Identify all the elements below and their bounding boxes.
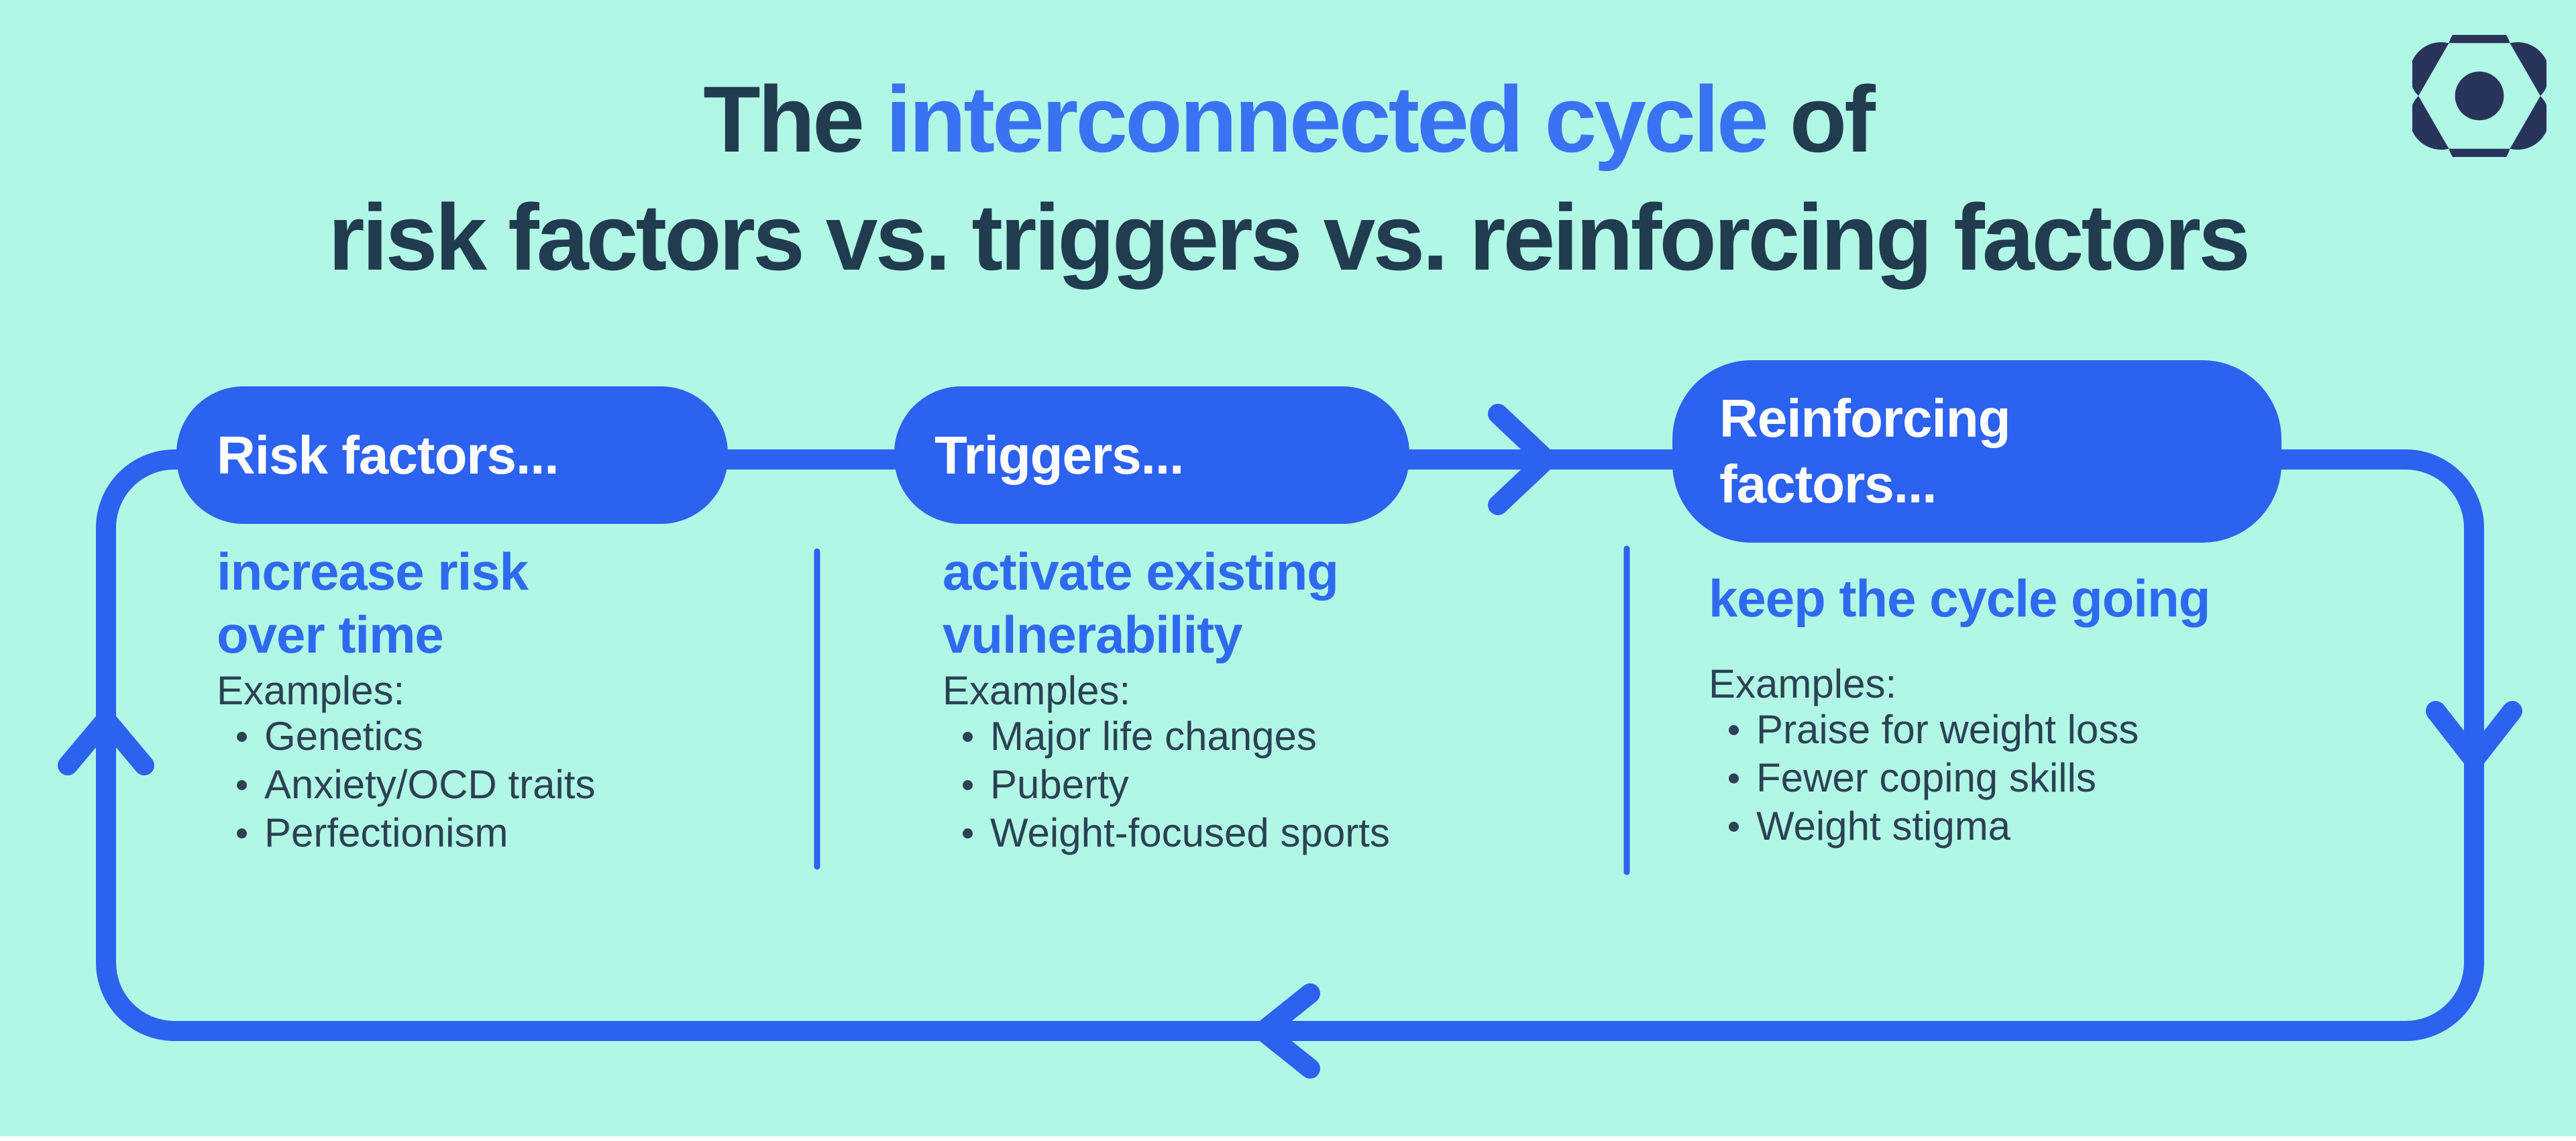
bullet-dot-icon	[963, 779, 973, 790]
bullet-dot-icon	[1729, 724, 1739, 735]
title-highlight: interconnected cycle	[885, 66, 1769, 172]
logo-petal-top	[2449, 35, 2510, 44]
logo-center-dot	[2455, 71, 2504, 121]
bullet-dot-icon	[1729, 773, 1739, 783]
examples-label-triggers: Examples:	[943, 668, 1131, 713]
list-item: Perfectionism	[217, 809, 595, 857]
bullet-text: Puberty	[990, 762, 1129, 807]
bullet-text: Major life changes	[990, 714, 1317, 759]
bullet-dot-icon	[237, 779, 247, 790]
bullet-dot-icon	[237, 828, 247, 838]
heading-line: keep the cycle going	[1709, 569, 2210, 628]
bullet-dot-icon	[237, 731, 247, 742]
examples-label-reinforcing: Examples:	[1709, 661, 1897, 706]
list-item: Praise for weight loss	[1709, 706, 2139, 754]
bullet-text: Anxiety/OCD traits	[264, 762, 596, 807]
list-item: Weight-focused sports	[943, 809, 1390, 857]
column-heading-risk-factors: increase risk over time	[217, 540, 529, 666]
heading-line: over time	[217, 605, 444, 664]
page-title-line-1: The interconnected cycle of	[0, 60, 2576, 178]
list-item: Fewer coping skills	[1709, 754, 2139, 802]
examples-label-risk-factors: Examples:	[217, 668, 405, 713]
heading-line: vulnerability	[943, 605, 1242, 664]
pill-label-line: Triggers...	[934, 425, 1184, 485]
arrow-down-icon	[2426, 701, 2522, 770]
arrow-up-icon	[58, 710, 154, 775]
title-prefix: The	[703, 66, 885, 172]
pill-risk-factors: Risk factors...	[176, 386, 728, 524]
pill-label-line: factors...	[1719, 454, 1937, 514]
pill-reinforcing-factors: Reinforcing factors...	[1672, 360, 2282, 543]
title-suffix: of	[1766, 66, 1876, 172]
examples-list-risk-factors: Genetics Anxiety/OCD traits Perfectionis…	[217, 712, 595, 857]
heading-line: increase risk	[217, 542, 529, 601]
pill-label-line: Reinforcing	[1719, 388, 2010, 448]
bullet-text: Genetics	[264, 714, 423, 759]
column-heading-triggers: activate existing vulnerability	[943, 540, 1339, 666]
list-item: Anxiety/OCD traits	[217, 761, 595, 809]
list-item: Major life changes	[943, 712, 1390, 761]
heading-line: activate existing	[943, 542, 1339, 601]
arrow-right-icon	[1488, 404, 1556, 515]
logo-petal-bottom	[2449, 148, 2510, 157]
bullet-text: Weight-focused sports	[990, 810, 1390, 855]
examples-list-reinforcing: Praise for weight loss Fewer coping skil…	[1709, 706, 2139, 851]
pill-label-line: Risk factors...	[217, 425, 559, 485]
page-title: The interconnected cycle of risk factors…	[0, 60, 2576, 296]
list-item: Weight stigma	[1709, 802, 2139, 851]
bullet-dot-icon	[963, 828, 973, 838]
examples-list-triggers: Major life changes Puberty Weight-focuse…	[943, 712, 1390, 857]
bullet-text: Praise for weight loss	[1756, 707, 2139, 752]
logo-petal-lower-left	[2412, 96, 2449, 150]
bullet-text: Fewer coping skills	[1756, 755, 2096, 800]
bullet-dot-icon	[1729, 821, 1739, 832]
logo-petal-upper-left	[2412, 42, 2449, 96]
list-item: Puberty	[943, 761, 1390, 809]
hexagon-flower-logo	[2412, 35, 2546, 157]
bullet-text: Weight stigma	[1756, 804, 2011, 849]
bottom-edge-strip	[0, 1136, 2576, 1141]
logo-petal-upper-right	[2510, 42, 2546, 96]
bullet-dot-icon	[963, 731, 973, 742]
logo-petal-lower-right	[2510, 96, 2546, 150]
arrow-left-icon	[1253, 983, 1320, 1079]
list-item: Genetics	[217, 712, 595, 761]
column-heading-reinforcing: keep the cycle going	[1709, 567, 2210, 630]
bullet-text: Perfectionism	[264, 810, 508, 855]
pill-triggers: Triggers...	[894, 386, 1409, 524]
page-title-line-2: risk factors vs. triggers vs. reinforcin…	[328, 184, 2251, 290]
